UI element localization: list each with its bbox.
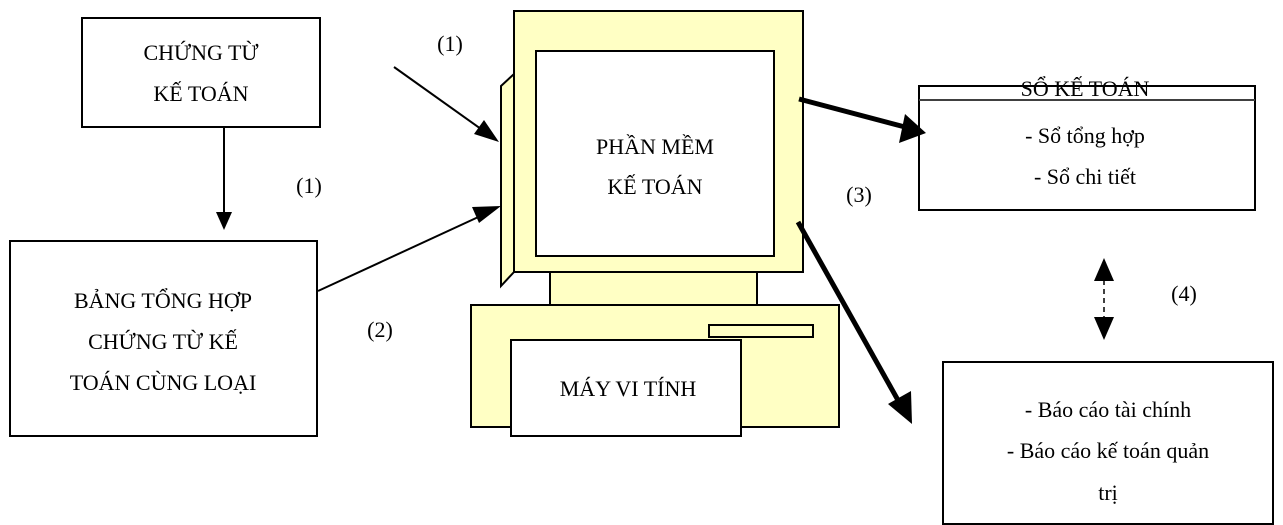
step-label-1-left: (1) xyxy=(296,173,322,198)
monitor-neck xyxy=(549,271,758,306)
so-tong-hop-item: - Sổ tổng hợp xyxy=(1025,123,1145,148)
chung-tu-line-2: KẾ TOÁN xyxy=(153,81,248,106)
bao-cao-tai-chinh-item: - Báo cáo tài chính xyxy=(1025,397,1191,422)
so-ke-toan-box: SỔ KẾ TOÁN - Sổ tổng hợp - Sổ chi tiết xyxy=(918,76,1256,211)
arrow-bang-tong-hop-to-phan-mem xyxy=(317,212,488,292)
bao-cao-box: - Báo cáo tài chính - Báo cáo kế toán qu… xyxy=(942,361,1274,525)
arrow-chung-tu-to-phan-mem xyxy=(393,66,489,135)
monitor-screen xyxy=(535,50,775,257)
step-label-4: (4) xyxy=(1171,281,1197,306)
arrow-phan-mem-to-so-ke-toan xyxy=(798,96,906,130)
bao-cao-quan-tri-item: - Báo cáo kế toán quản xyxy=(1007,438,1209,463)
so-chi-tiet-item: - Sổ chi tiết xyxy=(1034,164,1136,189)
arrow-head-down-4 xyxy=(1094,317,1114,340)
bao-cao-quan-tri-item-cont: trị xyxy=(1098,480,1118,505)
computer-illustration: PHẦN MỀM KẾ TOÁN MÁY VI TÍNH xyxy=(470,10,840,437)
phan-mem-line-2: KẾ TOÁN xyxy=(607,174,702,199)
drive-slot xyxy=(708,324,814,338)
arrow-head-chung-tu-to-bang-tong-hop xyxy=(216,212,232,230)
bang-tong-hop-line-3: TOÁN CÙNG LOẠI xyxy=(70,370,257,395)
chung-tu-line-1: CHỨNG TỪ xyxy=(143,40,259,65)
may-vi-tinh-label: MÁY VI TÍNH xyxy=(560,376,697,401)
bang-tong-hop-line-1: BẢNG TỔNG HỢP xyxy=(74,288,252,313)
arrow-head-phan-mem-to-bao-cao xyxy=(888,391,912,424)
arrow-head-bang-tong-hop-to-phan-mem xyxy=(472,206,501,223)
monitor-bevel xyxy=(500,71,515,289)
phan-mem-line-1: PHẦN MỀM xyxy=(596,134,714,159)
may-vi-tinh-box xyxy=(510,339,742,437)
arrow-head-chung-tu-to-phan-mem xyxy=(474,120,499,142)
step-label-1-top: (1) xyxy=(437,31,463,56)
bang-tong-hop-box: BẢNG TỔNG HỢP CHỨNG TỪ KẾ TOÁN CÙNG LOẠI xyxy=(9,240,318,437)
arrow-head-phan-mem-to-so-ke-toan xyxy=(899,114,926,143)
arrow-phan-mem-to-bao-cao xyxy=(795,220,902,404)
step-label-2: (2) xyxy=(367,317,393,342)
chung-tu-ke-toan-box: CHỨNG TỪ KẾ TOÁN xyxy=(81,17,321,128)
arrow-head-up-4 xyxy=(1094,258,1114,281)
bang-tong-hop-line-2: CHỨNG TỪ KẾ xyxy=(88,329,238,354)
so-ke-toan-title: SỔ KẾ TOÁN xyxy=(1021,76,1150,101)
step-label-3: (3) xyxy=(846,182,872,207)
